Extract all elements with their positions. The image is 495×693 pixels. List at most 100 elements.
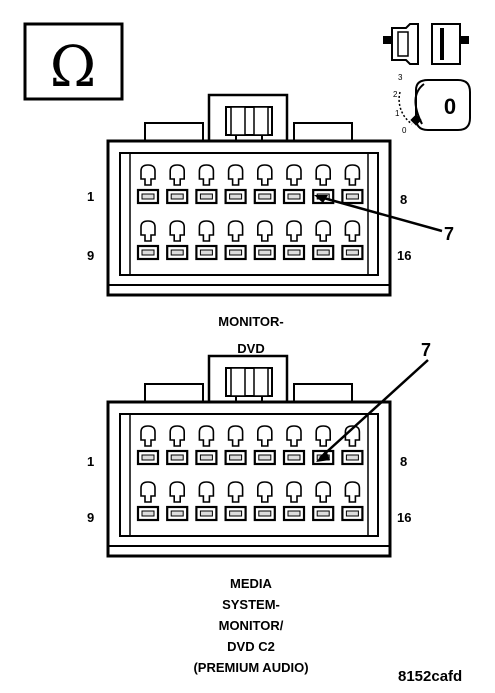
connector-top-pin-latch-r2-5 bbox=[257, 220, 273, 242]
connector-top-pin-terminal-r2-5 bbox=[258, 249, 272, 256]
connector-bottom-pin-terminal-r2-1 bbox=[141, 510, 155, 517]
caption-bottom-line-5: (PREMIUM AUDIO) bbox=[193, 660, 309, 675]
ignition-scale-0: 0 bbox=[402, 126, 407, 135]
caption-bottom: MEDIA SYSTEM- MONITOR/ DVD C2 (PREMIUM A… bbox=[171, 573, 331, 678]
pin-label-bottom-1: 1 bbox=[87, 454, 95, 469]
caption-top: MONITOR- DVD bbox=[171, 311, 331, 359]
pin-label-top-1: 1 bbox=[87, 189, 95, 204]
connector-top-latch-tab-right bbox=[253, 106, 269, 136]
connector-top-pin-terminal-r2-1 bbox=[141, 249, 155, 256]
connector-top-pin-latch-r1-1 bbox=[140, 164, 156, 186]
connector-bottom-pin-latch-r2-2 bbox=[169, 481, 185, 503]
connector-bottom bbox=[106, 354, 392, 558]
ignition-key-off-icon: 0 3 2 1 0 bbox=[393, 73, 471, 135]
callout-leader-top bbox=[319, 195, 443, 233]
connector-bottom-latch-tab-left bbox=[230, 367, 246, 397]
pin-label-top-8: 8 bbox=[400, 192, 408, 207]
connector-bottom-pin-latch-r1-4 bbox=[227, 425, 244, 447]
caption-bottom-line-3: MONITOR/ bbox=[218, 618, 284, 633]
disconnected-connector-icon bbox=[383, 23, 469, 65]
connector-top-housing bbox=[106, 139, 392, 297]
connector-bottom-pin-terminal-r1-4 bbox=[229, 454, 243, 461]
ignition-scale-3: 3 bbox=[398, 73, 403, 82]
connector-top-pin-terminal-r2-7 bbox=[316, 249, 330, 256]
pin-label-bottom-8: 8 bbox=[400, 454, 408, 469]
connector-bottom-housing-inner bbox=[119, 413, 379, 537]
ignition-scale-2: 2 bbox=[393, 90, 398, 99]
pin-label-bottom-16: 16 bbox=[397, 510, 412, 525]
connector-bottom-pin-terminal-r2-7 bbox=[316, 510, 330, 517]
connector-top-pin-terminal-r1-4 bbox=[229, 193, 243, 200]
connector-top-pin-latch-r2-8 bbox=[344, 220, 361, 242]
connector-bottom-pin-terminal-r2-5 bbox=[258, 510, 272, 517]
connector-top-pin-latch-r1-8 bbox=[344, 164, 361, 186]
connector-top bbox=[106, 93, 392, 297]
connector-top-pin-terminal-r1-2 bbox=[170, 193, 184, 200]
connector-top-pin-latch-r1-2 bbox=[169, 164, 185, 186]
connector-bottom-pin-latch-r1-1 bbox=[140, 425, 156, 447]
connector-bottom-pin-terminal-r1-8 bbox=[345, 454, 359, 461]
connector-bottom-pin-latch-r2-5 bbox=[257, 481, 273, 503]
connector-bottom-pin-latch-r2-6 bbox=[286, 481, 302, 503]
caption-top-line-2: DVD bbox=[237, 341, 265, 356]
connector-bottom-pin-terminal-r2-3 bbox=[199, 510, 213, 517]
connector-bottom-pin-latch-r2-3 bbox=[198, 481, 215, 503]
connector-bottom-pin-latch-r2-1 bbox=[140, 481, 156, 503]
connector-bottom-pin-terminal-r1-2 bbox=[170, 454, 184, 461]
connector-top-pin-latch-r2-1 bbox=[140, 220, 156, 242]
connector-top-pin-terminal-r1-3 bbox=[199, 193, 213, 200]
connector-bottom-pin-latch-r1-7 bbox=[315, 425, 331, 447]
caption-bottom-line-1: MEDIA bbox=[230, 576, 272, 591]
connector-top-pin-terminal-r1-8 bbox=[345, 193, 359, 200]
connector-bottom-housing bbox=[106, 400, 392, 558]
connector-bottom-pin-terminal-r1-1 bbox=[141, 454, 155, 461]
callout-arrowhead-bottom bbox=[316, 450, 330, 462]
connector-top-latch-tab-left bbox=[230, 106, 246, 136]
connector-top-pin-terminal-r1-1 bbox=[141, 193, 155, 200]
connector-bottom-pin-terminal-r1-5 bbox=[258, 454, 272, 461]
connector-bottom-pin-latch-r1-5 bbox=[257, 425, 273, 447]
ignition-scale-1: 1 bbox=[395, 109, 400, 118]
connector-bottom-pin-terminal-r2-6 bbox=[287, 510, 301, 517]
connector-top-pin-terminal-r1-6 bbox=[287, 193, 301, 200]
connector-bottom-pin-latch-r1-6 bbox=[286, 425, 302, 447]
ohm-symbol: Ω bbox=[50, 35, 96, 100]
connector-bottom-pin-terminal-r1-3 bbox=[199, 454, 213, 461]
connector-top-pin-terminal-r2-2 bbox=[170, 249, 184, 256]
pin-label-bottom-9: 9 bbox=[87, 510, 95, 525]
connector-bottom-latch-tab-right bbox=[253, 367, 269, 397]
connector-bottom-pin-latch-r1-2 bbox=[169, 425, 185, 447]
callout-number-top: 7 bbox=[444, 224, 455, 244]
connector-bottom-pin-terminal-r2-4 bbox=[229, 510, 243, 517]
connector-bottom-pin-latch-r1-3 bbox=[198, 425, 215, 447]
connector-top-pin-terminal-r2-8 bbox=[345, 249, 359, 256]
key-position-label: 0 bbox=[444, 94, 456, 119]
connector-bottom-pin-terminal-r2-8 bbox=[345, 510, 359, 517]
connector-bottom-pin-latch-r2-8 bbox=[344, 481, 361, 503]
connector-bottom-pin-terminal-r1-6 bbox=[287, 454, 301, 461]
connector-top-pin-latch-r2-7 bbox=[315, 220, 331, 242]
connector-top-pin-terminal-r2-4 bbox=[229, 249, 243, 256]
connector-top-pin-latch-r2-2 bbox=[169, 220, 185, 242]
connector-top-pin-latch-r1-7 bbox=[315, 164, 331, 186]
connector-top-pin-latch-r1-5 bbox=[257, 164, 273, 186]
connector-top-pin-latch-r1-3 bbox=[198, 164, 215, 186]
connector-top-pin-latch-r2-4 bbox=[227, 220, 244, 242]
connector-bottom-pin-latch-r2-4 bbox=[227, 481, 244, 503]
caption-bottom-line-4: DVD C2 bbox=[227, 639, 275, 654]
connector-top-pin-latch-r2-3 bbox=[198, 220, 215, 242]
connector-top-pin-terminal-r2-3 bbox=[199, 249, 213, 256]
figure-id: 8152cafd bbox=[398, 668, 463, 685]
connector-top-pin-latch-r1-6 bbox=[286, 164, 302, 186]
connector-bottom-pin-terminal-r2-2 bbox=[170, 510, 184, 517]
connector-bottom-pin-latch-r2-7 bbox=[315, 481, 331, 503]
connector-top-pin-terminal-r1-5 bbox=[258, 193, 272, 200]
callout-leader-bottom bbox=[319, 359, 429, 459]
ohmmeter-icon: Ω bbox=[23, 22, 124, 101]
connector-top-pin-latch-r1-4 bbox=[227, 164, 244, 186]
caption-top-line-1: MONITOR- bbox=[218, 314, 284, 329]
connector-top-housing-inner bbox=[119, 152, 379, 276]
caption-bottom-line-2: SYSTEM- bbox=[222, 597, 280, 612]
callout-arrowhead-top bbox=[314, 195, 328, 203]
